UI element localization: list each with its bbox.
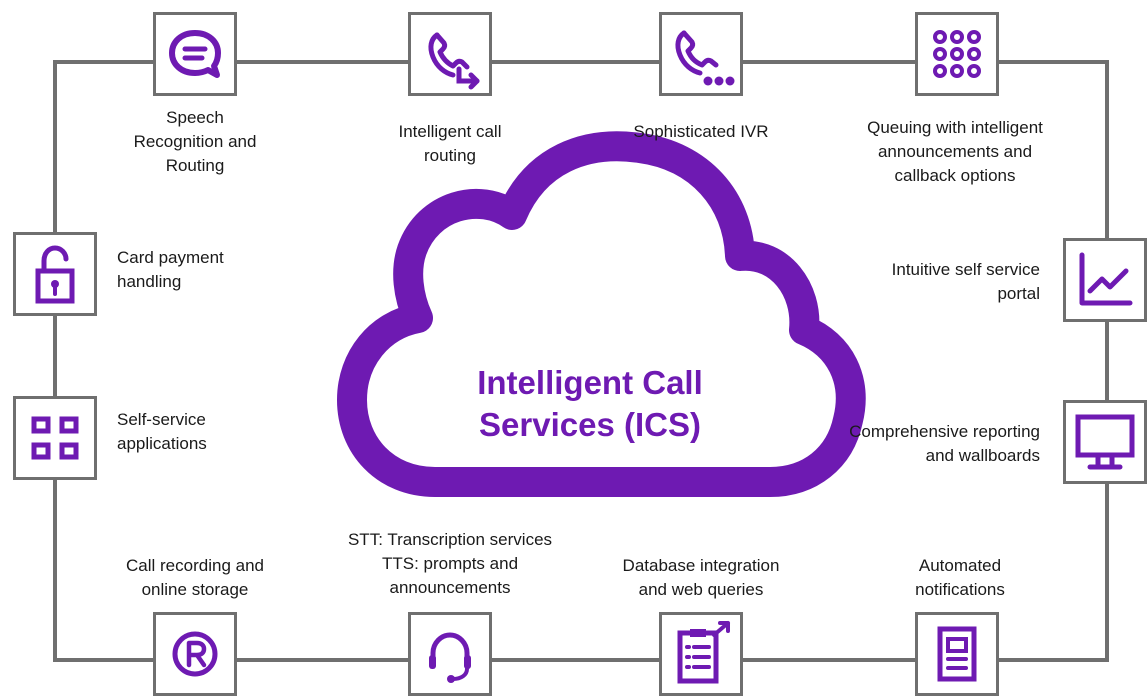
phone-keypad-icon	[675, 30, 735, 86]
node-label-call-routing: Intelligent call routing	[398, 122, 502, 165]
node-label-portal: Intuitive self service portal	[891, 260, 1040, 303]
node-box-stt-tts	[408, 612, 492, 696]
node-label-ivr: Sophisticated IVR	[633, 122, 769, 141]
document-icon	[937, 626, 977, 682]
node-box-portal	[1063, 238, 1147, 322]
node-box-queuing	[915, 12, 999, 96]
phone-forward-icon	[428, 32, 480, 90]
padlock-icon	[35, 245, 75, 304]
node-box-card-payment	[13, 232, 97, 316]
node-box-notifications	[915, 612, 999, 696]
node-box-ivr	[659, 12, 743, 96]
app-grid-icon	[31, 416, 79, 460]
node-label-card-payment: Card payment handling	[117, 248, 224, 291]
headset-icon	[429, 632, 471, 683]
node-box-call-recording	[153, 612, 237, 696]
node-label-database: Database integration and web queries	[622, 556, 780, 599]
node-box-self-service	[13, 396, 97, 480]
clipboard-list-icon	[677, 621, 730, 684]
registered-icon	[172, 631, 218, 677]
node-label-notifications: Automated notifications	[915, 556, 1005, 599]
node-label-reporting: Comprehensive reporting and wallboards	[849, 422, 1040, 465]
node-box-call-routing	[408, 12, 492, 96]
node-box-reporting	[1063, 400, 1147, 484]
speech-bubble-icon	[169, 30, 221, 78]
monitor-icon	[1075, 414, 1135, 470]
node-label-self-service: Self-service applications	[117, 410, 207, 453]
node-box-database	[659, 612, 743, 696]
node-box-speech	[153, 12, 237, 96]
dot-grid-icon	[933, 30, 981, 78]
node-label-queuing: Queuing with intelligent announcements a…	[867, 118, 1043, 185]
node-label-speech: Speech Recognition and Routing	[133, 108, 257, 175]
line-chart-icon	[1079, 252, 1133, 306]
node-label-stt-tts: STT: Transcription services TTS: prompts…	[347, 530, 553, 597]
central-title: Intelligent Call Services (ICS)	[477, 364, 703, 443]
node-label-call-recording: Call recording and online storage	[126, 556, 264, 599]
